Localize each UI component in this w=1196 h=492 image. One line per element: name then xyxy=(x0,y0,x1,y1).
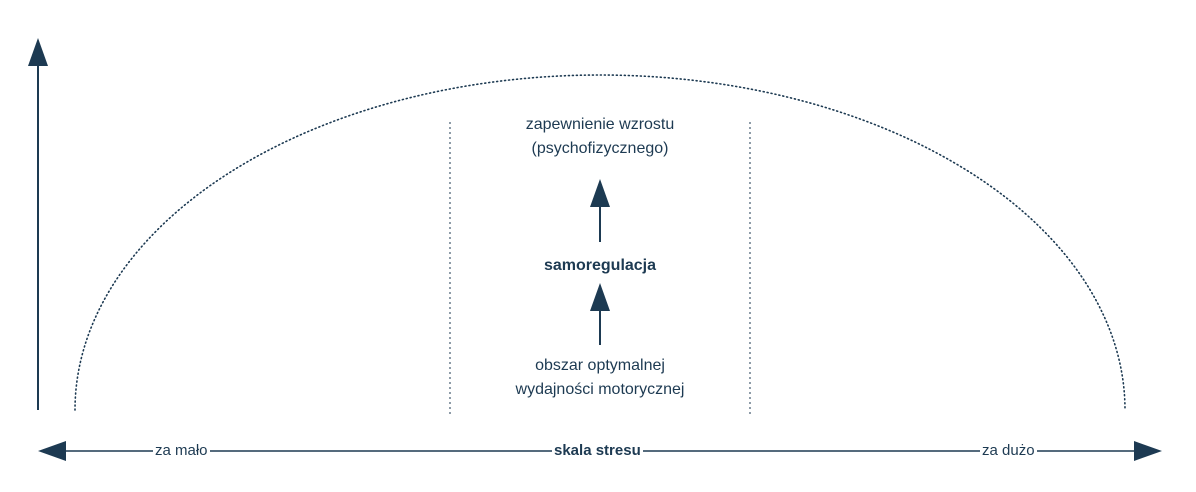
growth-label: zapewnienie wzrostu (psychofizycznego) xyxy=(525,116,675,157)
lower-arrow-up-icon xyxy=(590,283,610,311)
horizontal-axis-arrow-right-icon xyxy=(1134,441,1162,461)
horizontal-axis-arrow-left-icon xyxy=(38,441,66,461)
vertical-axis-arrow-up-icon xyxy=(28,38,48,66)
stress-curve xyxy=(74,74,1126,411)
self-regulation-label: samoregulacja xyxy=(543,257,657,274)
upper-arrow-up-icon xyxy=(590,179,610,207)
optimal-performance-label: obszar optymalnej wydajności motorycznej xyxy=(515,357,685,398)
x-axis-right-label: za dużo xyxy=(980,442,1037,460)
x-axis-center-label: skala stresu xyxy=(552,442,643,460)
x-axis-left-label: za mało xyxy=(153,442,210,460)
